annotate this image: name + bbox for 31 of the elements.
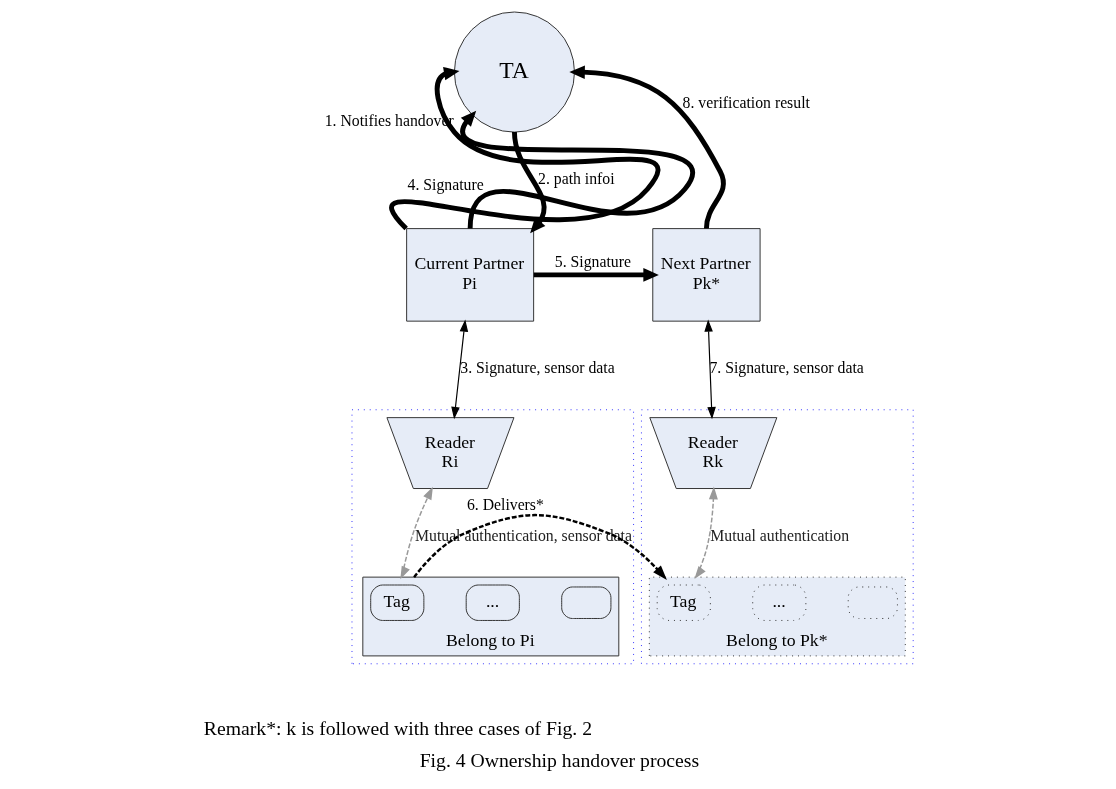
arrow <box>412 513 667 580</box>
edge-label: 8. verification result <box>682 94 810 112</box>
arrow <box>703 319 716 420</box>
arrow <box>399 486 433 580</box>
arrow <box>389 66 659 231</box>
node-circle: TA <box>453 11 575 133</box>
edge-label: 7. Signature, sensor data <box>708 359 864 377</box>
node-box: Tag <box>656 584 711 621</box>
node-box: ... <box>751 584 806 621</box>
edge-label: 5. Signature <box>554 252 631 270</box>
arrow <box>460 110 694 229</box>
cluster <box>351 409 634 665</box>
label: Remark*: k is followed with three cases of Fig. 2 <box>203 716 592 739</box>
edge-label: 2. path infoi <box>537 170 615 188</box>
edge-label: 6. Delivers* <box>466 496 544 514</box>
node-box <box>560 586 611 619</box>
cluster <box>640 409 914 665</box>
edge-label: 3. Signature, sensor data <box>459 359 615 377</box>
caption: Fig. 4 Ownership handover process <box>419 749 699 772</box>
arrow <box>533 268 659 282</box>
arrow <box>511 131 547 234</box>
node-box: Tag <box>369 584 424 621</box>
node-box: ... <box>465 584 520 621</box>
arrow <box>693 486 718 579</box>
edge-label: 4. Signature <box>407 176 484 194</box>
node-box <box>847 586 898 619</box>
arrow <box>568 65 726 229</box>
arrow <box>450 319 468 420</box>
edge-label: Mutual authentication <box>709 526 849 544</box>
node-box: Next Partner Pk* <box>651 228 761 322</box>
node-box: Current Partner Pi <box>405 228 534 322</box>
